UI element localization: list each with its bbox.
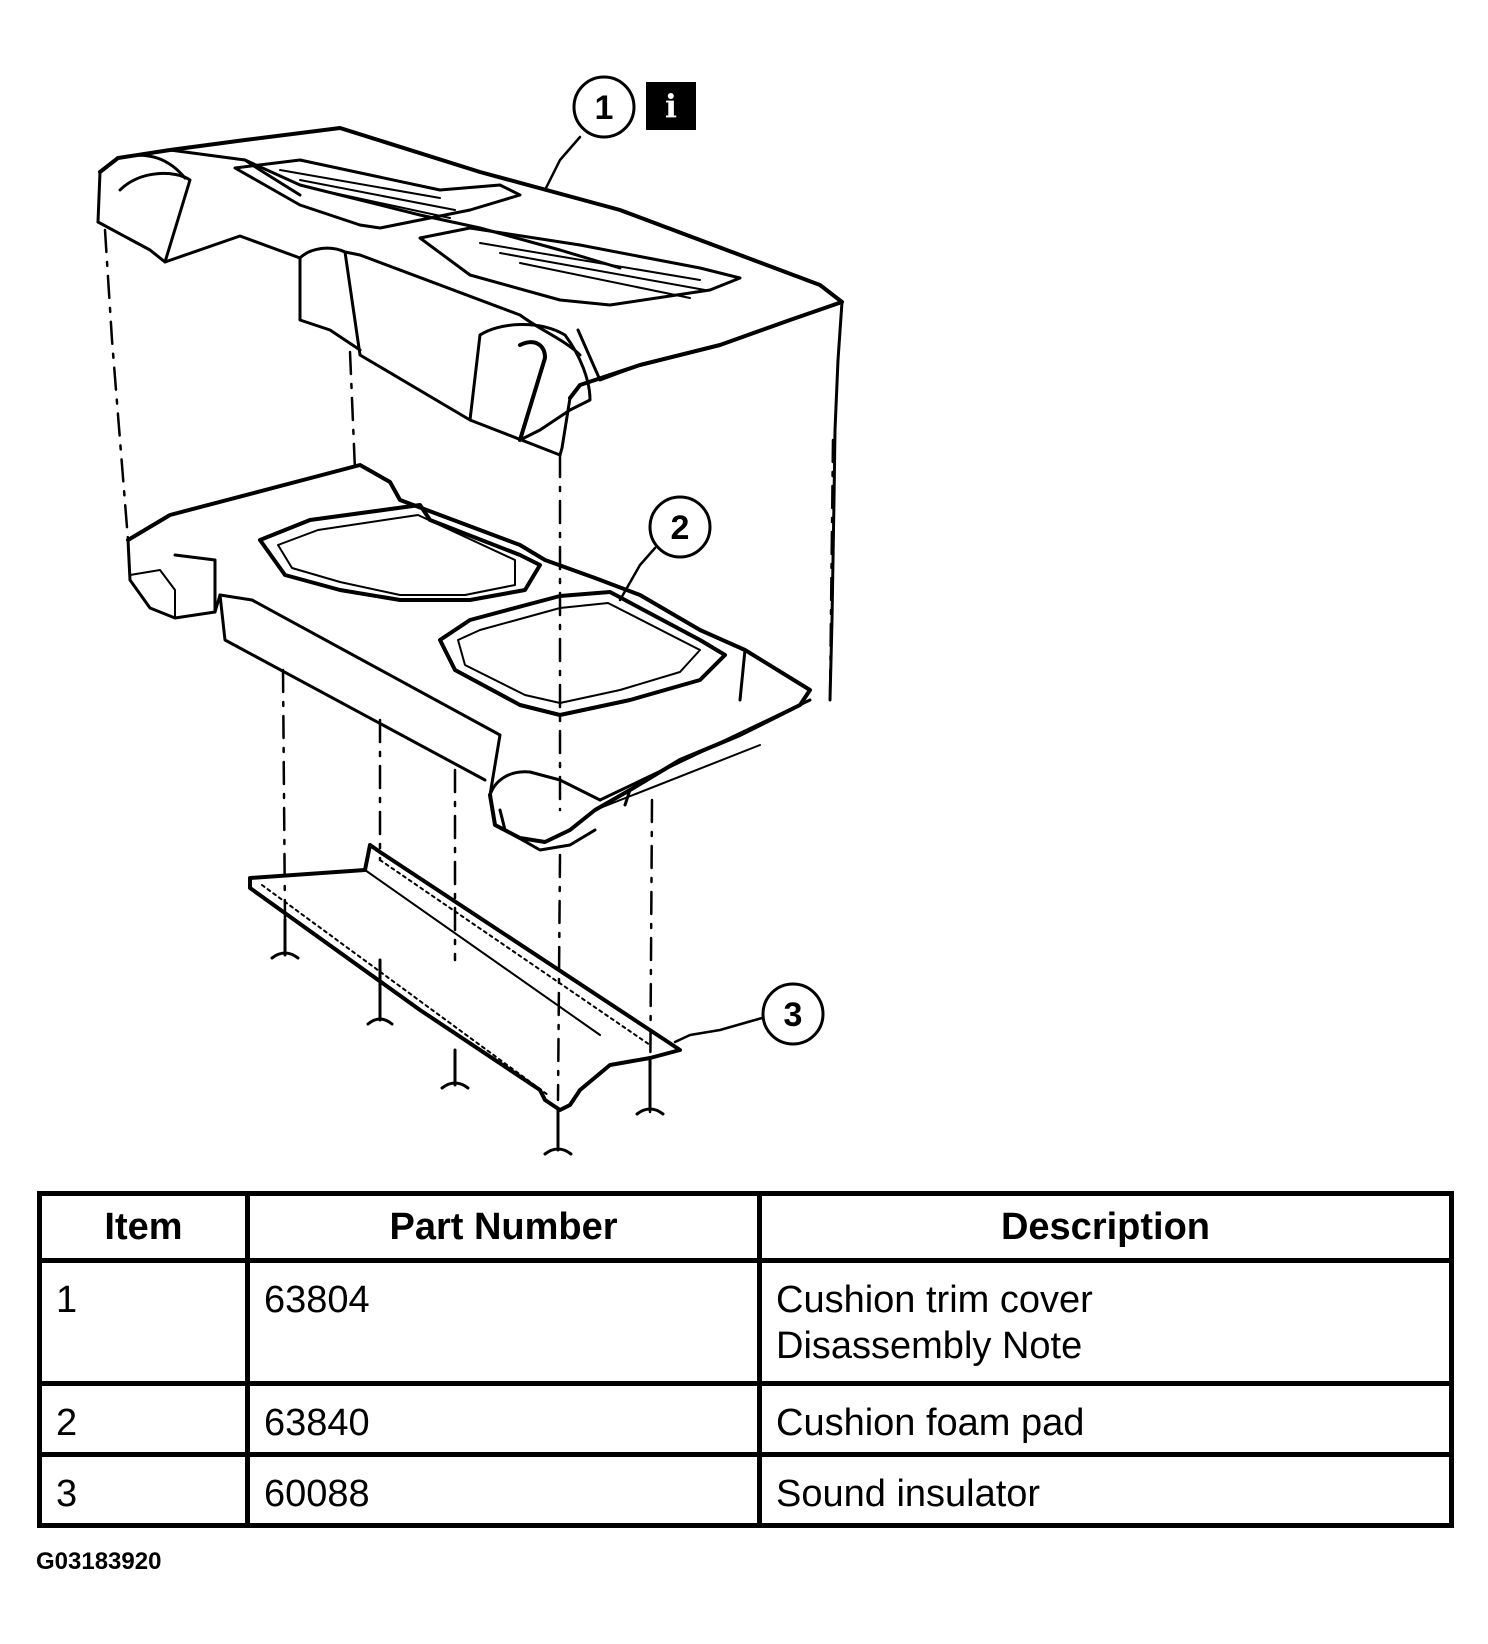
- callout-2: 2: [648, 495, 712, 559]
- cell-description: Cushion trim cover Disassembly Note: [757, 1258, 1454, 1386]
- cell-item: 2: [37, 1381, 250, 1457]
- info-note-label: i: [665, 87, 677, 125]
- table-row: 3 60088 Sound insulator: [37, 1452, 1454, 1528]
- exploded-seat-cushion-diagram: 1 i 2 3: [96, 75, 844, 1156]
- parts-table: Item Part Number Description 1 63804 Cus…: [37, 1191, 1454, 1528]
- cell-description: Cushion foam pad: [757, 1381, 1454, 1457]
- table-row: 1 63804 Cushion trim cover Disassembly N…: [37, 1258, 1454, 1386]
- cell-item: 3: [37, 1452, 250, 1528]
- callout-1-label: 1: [595, 89, 614, 127]
- table-row: 2 63840 Cushion foam pad: [37, 1381, 1454, 1457]
- cushion-trim-cover-illustration: [96, 126, 844, 702]
- fastener-pins: [270, 918, 665, 1156]
- callout-3: 3: [761, 982, 825, 1046]
- figure-id: G03183920: [36, 1548, 162, 1575]
- disassembly-note-link[interactable]: Disassembly Note: [776, 1325, 1083, 1367]
- leader-lines: [543, 135, 764, 1044]
- info-note-icon[interactable]: i: [646, 82, 696, 130]
- cell-item: 1: [37, 1258, 250, 1386]
- header-item: Item: [37, 1191, 250, 1263]
- cell-part-number: 60088: [245, 1452, 762, 1528]
- callout-1: 1: [572, 75, 636, 139]
- parts-table-header-row: Item Part Number Description: [37, 1191, 1454, 1263]
- callout-2-label: 2: [671, 509, 690, 547]
- callout-3-label: 3: [784, 996, 803, 1034]
- cell-part-number: 63840: [245, 1381, 762, 1457]
- header-part-number: Part Number: [245, 1191, 762, 1263]
- sound-insulator-illustration: [248, 843, 682, 1112]
- description-line: Cushion trim cover: [776, 1279, 1093, 1321]
- cushion-foam-pad-illustration: [126, 463, 812, 852]
- header-description: Description: [757, 1191, 1454, 1263]
- alignment-lines-cover-to-pad: [103, 228, 835, 812]
- cell-description: Sound insulator: [757, 1452, 1454, 1528]
- alignment-lines-pad-to-insulator: [281, 668, 654, 1117]
- cell-part-number: 63804: [245, 1258, 762, 1386]
